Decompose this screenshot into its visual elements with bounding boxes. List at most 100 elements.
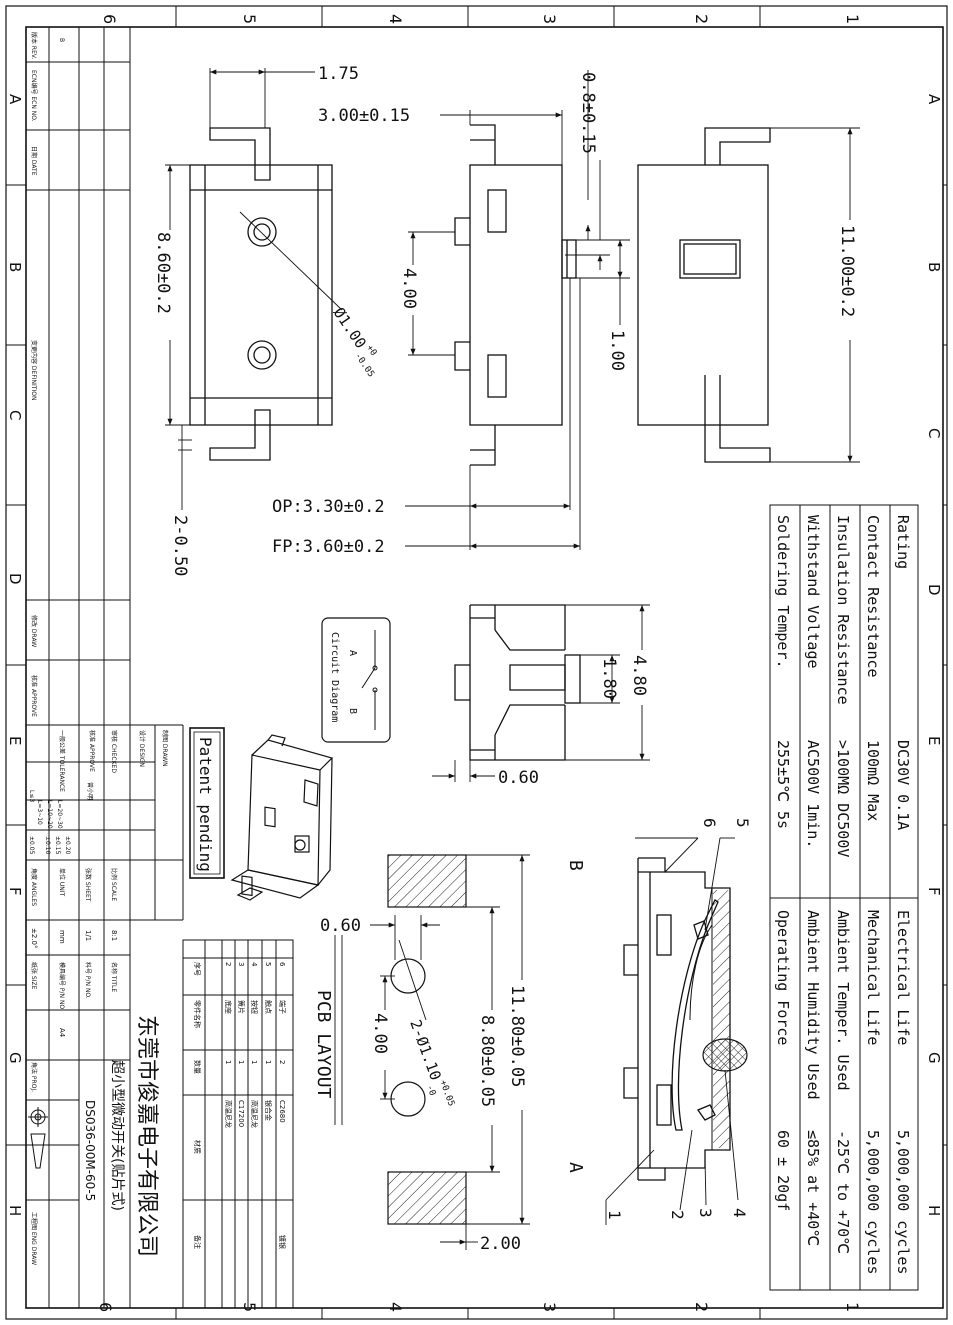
dim-0-60: 0.60 (498, 768, 539, 788)
bom-cell: 按钮 (250, 1000, 259, 1014)
definition-label: 变更内容 DEFINITION (30, 340, 38, 400)
zone-num: 1 (843, 14, 862, 24)
zone-num: 1 (843, 1302, 862, 1312)
leader-lines (605, 837, 739, 1225)
zone-numbers-top: 6 5 4 3 2 1 (100, 14, 862, 24)
dim-8-60: 8.60±0.2 (153, 232, 173, 314)
front-view-dims (432, 604, 650, 782)
bom-cell: 高温尼龙 (224, 1100, 233, 1128)
mold-label: 模具编号 P/N NO. (58, 962, 66, 1011)
pn-label: 料号 P/N NO. (84, 962, 92, 999)
spec-text: Rating DC30V 0.1A Contact Resistance 100… (774, 515, 912, 1275)
design-label: 设计 DESIGN (138, 730, 146, 767)
zone-numbers-bottom: 6 5 4 3 2 1 (96, 1302, 862, 1312)
callout-4: 4 (730, 1208, 749, 1218)
zone-letter: A (6, 94, 24, 105)
zone-letter: F (6, 887, 24, 896)
bottom-view (637, 127, 771, 463)
bom-cell: 5 (264, 962, 272, 966)
side-view (454, 124, 577, 466)
tol-row: ±0.05 (28, 836, 35, 855)
bom-cell: 镀银 (278, 1235, 287, 1249)
designer-name: 曾小明 (86, 782, 94, 800)
rev-label: 版本 REV. (30, 32, 38, 59)
spec-name: Ambient Temper. Used (834, 910, 852, 1091)
bom-header: 材质 (193, 1140, 202, 1154)
spec-value: 5,000,000 cycles (894, 1130, 912, 1275)
pcb-dim-060: 0.60 (320, 916, 361, 936)
bom-cell: 1 (264, 1060, 272, 1064)
zone-letter: C (6, 410, 24, 420)
bom-cell: 6 (278, 962, 286, 967)
title-label: 名称 TITLE (110, 962, 118, 992)
zone-letter: H (925, 1205, 943, 1216)
zone-letter: G (6, 1052, 24, 1064)
checked-label: 审核 CHECKED (110, 730, 118, 773)
tol-row: ±0.10 (44, 836, 51, 855)
dim-11-00: 11.00±0.2 (837, 225, 857, 317)
spec-value: 100mΩ Max (864, 740, 882, 821)
scale-label: 比例 SCALE (110, 868, 118, 901)
spec-value: 60 ± 20gf (774, 1130, 792, 1211)
pcb-hole: 2-Ø1.10 (406, 1017, 445, 1083)
zone-num: 4 (386, 14, 405, 24)
dim-hole-tol-plus: +0 (364, 343, 378, 358)
pcb-dim-1180: 11.80±0.05 (507, 985, 527, 1087)
dim-fp: FP:3.60±0.2 (272, 537, 385, 557)
date-label: 日期 DATE (30, 146, 38, 176)
tol-row: L=10~20 (46, 800, 53, 829)
zone-letter: E (925, 736, 943, 745)
spec-name: Insulation Resistance (834, 515, 852, 705)
bom-cell: 2 (278, 1060, 286, 1064)
dim-op: OP:3.30±0.2 (272, 497, 385, 517)
title-block-grid (26, 725, 294, 1309)
bom-cell: 底座 (224, 1000, 233, 1014)
zone-num: 3 (540, 1302, 559, 1312)
zone-letter: H (6, 1205, 24, 1216)
button-hatch (702, 1038, 748, 1072)
bom-header: 零件名称 (193, 1000, 202, 1028)
pcb-dim-400: 4.00 (370, 1013, 390, 1054)
zone-letter: E (6, 736, 24, 745)
tol-row: L=20~30 (56, 800, 63, 829)
zone-num: 2 (692, 14, 711, 24)
zone-letter: G (925, 1052, 943, 1064)
product-name: 超小型微动开关(贴片式) (109, 1060, 125, 1211)
tol-row: L=3~10 (36, 800, 43, 825)
top-view (189, 127, 343, 461)
spec-value: 255±5℃ 5s (774, 740, 792, 829)
section-b-label: B (565, 860, 586, 871)
drawn-label: 制图 DRAWN (161, 730, 169, 767)
dim-4-80: 4.80 (629, 655, 649, 696)
zone-letter: B (6, 262, 24, 272)
zone-letters-right: A B C D E F G H (925, 94, 943, 1216)
dim-0-8: 0.8±0.15 (578, 72, 598, 154)
tolerance-label: 一般公差 TOLERANCE (58, 730, 66, 792)
zone-num: 2 (692, 1302, 711, 1312)
isometric-view (230, 734, 334, 901)
zone-num: 4 (386, 1302, 405, 1312)
eng-label: 工程图 ENG DRAW (30, 1212, 38, 1265)
zone-num: 5 (240, 14, 259, 24)
bom-table: 序号 零件名称 数量 材质 备注 2 底座 1 高温尼龙 3 簧片 1 C172… (193, 962, 287, 1249)
pcb-layout: PCB LAYOUT 0.60 4.00 11.80±0.05 8.80±0.0… (313, 854, 530, 1254)
spec-name: Soldering Temper. (774, 515, 792, 669)
circuit-label: Circuit Diagram (329, 632, 340, 722)
zone-num: 6 (96, 1302, 115, 1312)
dim-4-00: 4.00 (399, 268, 419, 309)
pcb-layout-title: PCB LAYOUT (313, 990, 334, 1099)
spec-value: -25℃ to +70℃ (834, 1130, 852, 1254)
bom-cell: C17200 (237, 1100, 245, 1127)
title-block-text: 制图 DRAWN 设计 DESIGN 审核 CHECKED 核准 APPROVE… (28, 730, 169, 1265)
projection-symbol-icon (28, 1107, 48, 1169)
angles-value: ±2.0° (30, 928, 38, 949)
spec-name: Rating (894, 515, 912, 569)
dimension-texts: 1.75 3.00±0.15 0.8±0.15 8.60±0.2 4.00 1.… (153, 64, 857, 576)
spec-name: Withstand Voltage (804, 515, 822, 669)
pcb-dim-880: 8.80±0.05 (477, 1015, 497, 1107)
bom-cell: 3 (237, 962, 245, 966)
patent-text: Patent pending (196, 737, 215, 872)
spec-value: DC30V 0.1A (894, 740, 912, 830)
revision-block (26, 27, 183, 1308)
